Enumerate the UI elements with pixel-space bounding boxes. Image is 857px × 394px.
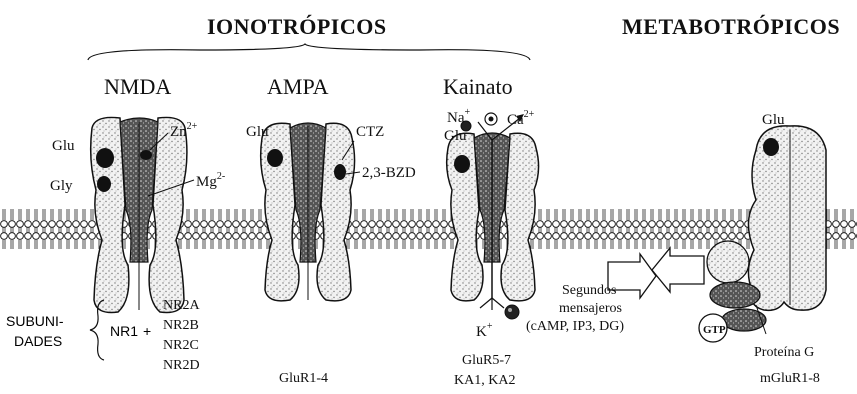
- second-messengers-line3: (cAMP, IP3, DG): [526, 319, 624, 334]
- nmda-glu-label: Glu: [52, 138, 75, 154]
- ampa-ctz-label: CTZ: [356, 124, 384, 140]
- ampa-subunits: GluR1-4: [279, 371, 328, 386]
- kainate-subunits-line1: GluR5-7: [462, 353, 511, 368]
- subunits-label-line1: SUBUNI-: [6, 313, 64, 329]
- nmda-zn-label: Zn2+: [170, 121, 198, 140]
- subunits-base: NR1: [110, 323, 138, 339]
- nmda-receptor: [91, 117, 187, 312]
- metabotropic-header: METABOTRÓPICOS: [622, 14, 840, 39]
- ionotropic-header: IONOTRÓPICOS: [207, 14, 387, 39]
- subunit-option: NR2C: [163, 338, 199, 353]
- gtp-label: GTP: [703, 324, 726, 336]
- second-messengers-line1: Segundos: [562, 283, 616, 298]
- second-messengers-line2: mensajeros: [559, 301, 622, 316]
- metabotropic-glu-label: Glu: [762, 112, 785, 128]
- nmda-gly-label: Gly: [50, 178, 73, 194]
- subunit-option: NR2B: [163, 318, 199, 333]
- nmda-mg-label: Mg2-: [196, 171, 225, 190]
- ampa-glu-label: Glu: [246, 124, 269, 140]
- ampa-title: AMPA: [267, 74, 329, 99]
- ampa-bzd-label: 2,3-BZD: [362, 165, 416, 181]
- kainate-title: Kainato: [443, 74, 513, 99]
- ionotropic-brace: [88, 44, 530, 60]
- subunit-option: NR2A: [163, 298, 200, 313]
- ampa-receptor: [261, 123, 355, 301]
- kainate-glu-label: Glu: [444, 128, 467, 144]
- kainate-subunits-line2: KA1, KA2: [454, 373, 515, 388]
- g-protein-label: Proteína G: [754, 345, 814, 360]
- metabotropic-subunits: mGluR1-8: [760, 371, 820, 386]
- subunits-plus: +: [143, 323, 151, 339]
- nmda-title: NMDA: [104, 74, 171, 99]
- subunits-label-line2: DADES: [14, 333, 62, 349]
- subunit-option: NR2D: [163, 358, 200, 373]
- kainate-ca-label: Ca2+: [507, 109, 535, 128]
- kainate-k-label: K+: [476, 321, 493, 340]
